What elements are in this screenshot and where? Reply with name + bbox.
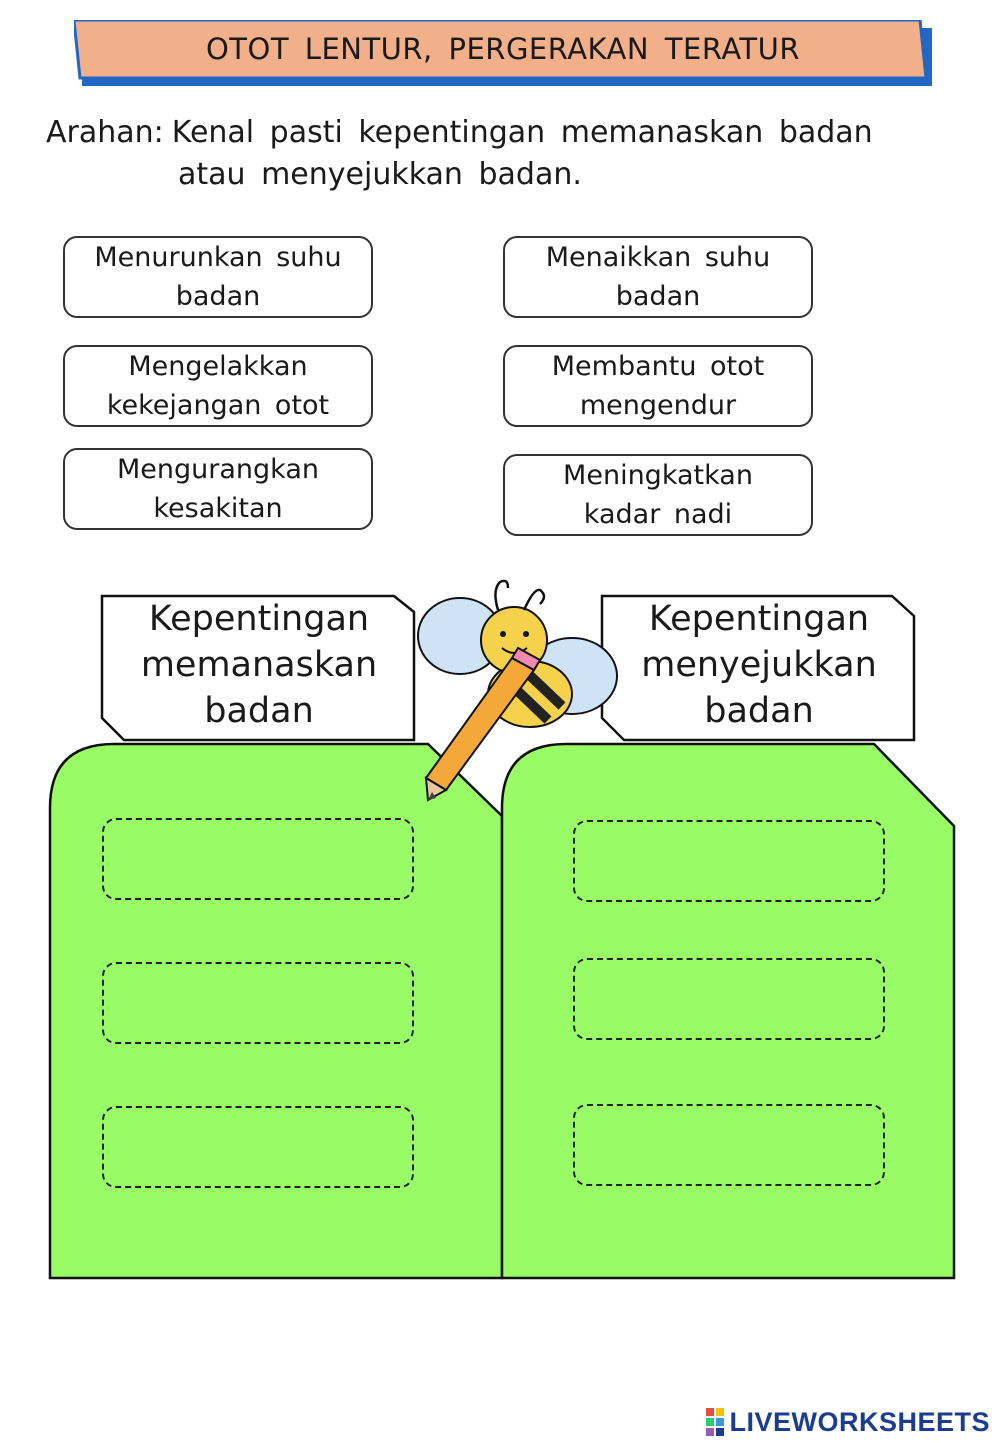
category-header-memanaskan: Kepentingan memanaskan badan — [104, 596, 414, 734]
category-header-line: badan — [704, 691, 814, 731]
drop-slot-menyejukkan-1[interactable] — [573, 820, 885, 902]
title-banner: OTOT LENTUR, PERGERAKAN TERATUR — [74, 20, 932, 86]
category-header-line: Kepentingan — [148, 599, 370, 639]
folder-right — [500, 742, 956, 1280]
drop-slot-memanaskan-3[interactable] — [102, 1106, 414, 1188]
title-banner-shape — [74, 20, 932, 86]
option-text: Mengurangkan — [117, 454, 319, 485]
pencil-icon — [424, 646, 542, 802]
option-text: Menurunkan suhu — [94, 242, 342, 273]
option-text: badan — [175, 281, 261, 312]
footer-brand: LIVEWORKSHEETS — [729, 1406, 990, 1437]
option-text: Menaikkan suhu — [545, 242, 771, 273]
worksheet-title: OTOT LENTUR, PERGERAKAN TERATUR — [205, 32, 800, 66]
instruction-line-2: atau menyejukkan badan. — [178, 157, 582, 192]
option-text: kesakitan — [153, 493, 283, 524]
option-card-menurunkan-suhu-badan[interactable]: Menurunkan suhu badan — [63, 236, 373, 318]
option-text: kekejangan otot — [106, 390, 330, 421]
category-header-line: memanaskan — [140, 645, 378, 685]
option-card-mengelakkan-kekejangan-otot[interactable]: Mengelakkan kekejangan otot — [63, 345, 373, 427]
drop-slot-menyejukkan-2[interactable] — [573, 958, 885, 1040]
instructions: Arahan:Kenal pasti kepentingan memanaska… — [46, 112, 926, 196]
logo-blocks-icon — [705, 1407, 725, 1437]
category-header-line: menyejukkan — [641, 645, 877, 685]
option-text: Meningkatkan — [563, 460, 753, 491]
option-card-meningkatkan-kadar-nadi[interactable]: Meningkatkan kadar nadi — [503, 454, 813, 536]
instruction-line-1: Kenal pasti kepentingan memanaskan badan — [171, 115, 873, 150]
option-text: badan — [615, 281, 701, 312]
option-text: Mengelakkan — [128, 351, 308, 382]
category-header-line: badan — [204, 691, 314, 731]
option-card-mengurangkan-kesakitan[interactable]: Mengurangkan kesakitan — [63, 448, 373, 530]
option-card-menaikkan-suhu-badan[interactable]: Menaikkan suhu badan — [503, 236, 813, 318]
category-header-line: Kepentingan — [648, 599, 870, 639]
sorting-scene — [48, 579, 956, 1280]
header-tab-left — [100, 594, 416, 742]
instruction-label: Arahan: — [46, 115, 164, 150]
drop-slot-menyejukkan-3[interactable] — [573, 1104, 885, 1186]
option-text: Membantu otot — [551, 351, 765, 382]
drop-slot-memanaskan-1[interactable] — [102, 818, 414, 900]
drop-slot-memanaskan-2[interactable] — [102, 962, 414, 1044]
footer-logo[interactable]: LIVEWORKSHEETS — [705, 1405, 990, 1439]
folder-left — [48, 742, 504, 1280]
header-tab-right — [600, 594, 916, 742]
option-text: mengendur — [579, 390, 737, 421]
option-card-membantu-otot-mengendur[interactable]: Membantu otot mengendur — [503, 345, 813, 427]
option-text: kadar nadi — [583, 499, 733, 530]
category-header-menyejukkan: Kepentingan menyejukkan badan — [604, 596, 914, 734]
